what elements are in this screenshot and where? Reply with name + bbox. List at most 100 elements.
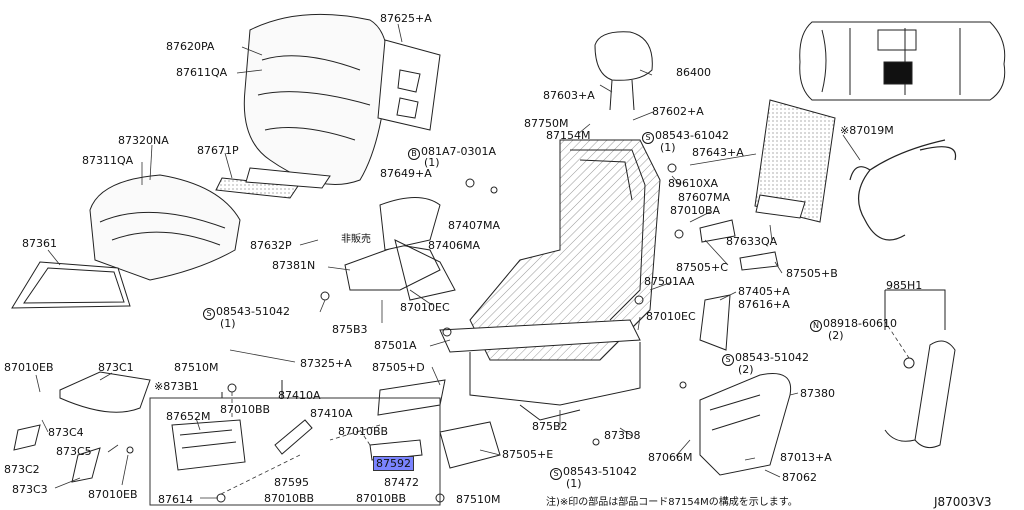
label-86400[interactable]: 86400 <box>676 66 711 79</box>
label-87405a[interactable]: 87405+A <box>738 285 790 298</box>
label-87410a-b[interactable]: 87410A <box>310 407 353 420</box>
label-87510m-a[interactable]: 87510M <box>174 361 219 374</box>
label-08543-61042-text: 08543-61042 <box>655 129 729 142</box>
label-87361[interactable]: 87361 <box>22 237 57 250</box>
label-87505c[interactable]: 87505+C <box>676 261 728 274</box>
screw-badge-icon: S <box>550 468 562 480</box>
label-08918-text: 08918-60610 <box>823 317 897 330</box>
seat-position-marker <box>883 61 913 85</box>
label-87620pa[interactable]: 87620PA <box>166 40 215 53</box>
label-87505b[interactable]: 87505+B <box>786 267 838 280</box>
label-87632p[interactable]: 87632P <box>250 239 292 252</box>
label-87602a[interactable]: 87602+A <box>652 105 704 118</box>
label-87010bb-c[interactable]: 87010BB <box>264 492 315 505</box>
label-873d8[interactable]: 873D8 <box>604 429 641 442</box>
label-873c3[interactable]: 873C3 <box>12 483 48 496</box>
label-89610xa[interactable]: 89610XA <box>668 177 719 190</box>
label-875b3[interactable]: 875B3 <box>332 323 368 336</box>
qty-08918: (2) <box>828 329 844 342</box>
side-cover-right <box>699 373 792 476</box>
label-87603a[interactable]: 87603+A <box>543 89 595 102</box>
seat-cushion-shape <box>89 174 241 281</box>
label-87010bb-d[interactable]: 87010BB <box>356 492 407 505</box>
label-87643a[interactable]: 87643+A <box>692 146 744 159</box>
label-87010bb-a[interactable]: 87010BB <box>220 403 271 416</box>
label-87066m[interactable]: 87066M <box>648 451 693 464</box>
label-87592-highlight: 87592 <box>373 456 414 471</box>
qty-08543-51042-c: (1) <box>566 477 582 490</box>
label-87501a-a[interactable]: 87501A <box>374 339 417 352</box>
label-87019m[interactable]: ※87019M <box>840 124 894 137</box>
label-87010ec-a[interactable]: 87010EC <box>400 301 450 314</box>
label-985h1[interactable]: 985H1 <box>886 279 923 292</box>
label-87010ec-b[interactable]: 87010EC <box>646 310 696 323</box>
label-87750m[interactable]: 87750M <box>524 117 569 130</box>
label-08543-51042-a-text: 08543-51042 <box>216 305 290 318</box>
car-thumbnail <box>799 21 1006 101</box>
label-87510m-b[interactable]: 87510M <box>456 493 501 506</box>
label-87010ba[interactable]: 87010BA <box>670 204 721 217</box>
nut-badge-icon: N <box>810 320 822 332</box>
screw-badge-icon: S <box>203 308 215 320</box>
qty-08543-61042: (1) <box>660 141 676 154</box>
label-87671p[interactable]: 87671P <box>197 144 239 157</box>
label-87325a[interactable]: 87325+A <box>300 357 352 370</box>
airbag-shape <box>914 340 956 449</box>
label-87311qa[interactable]: 87311QA <box>82 154 134 167</box>
label-87013a[interactable]: 87013+A <box>780 451 832 464</box>
label-87505e[interactable]: 87505+E <box>502 448 554 461</box>
label-87652m[interactable]: 87652M <box>166 410 211 423</box>
label-87607ma[interactable]: 87607MA <box>678 191 731 204</box>
label-87381n[interactable]: 87381N <box>272 259 316 272</box>
label-873c5[interactable]: 873C5 <box>56 445 92 458</box>
label-87010eb-a[interactable]: 87010EB <box>4 361 54 374</box>
label-08543-51042-c-text: 08543-51042 <box>563 465 637 478</box>
cushion-pad-shape <box>11 261 131 309</box>
label-87320na[interactable]: 87320NA <box>118 134 169 147</box>
side-cover-left <box>344 244 441 291</box>
label-87407ma[interactable]: 87407MA <box>448 219 501 232</box>
qty-08543-51042-a: (1) <box>220 317 236 330</box>
bolt-badge-icon: B <box>408 148 420 160</box>
label-87410a-a[interactable]: 87410A <box>278 389 321 402</box>
label-87406ma[interactable]: 87406MA <box>428 239 481 252</box>
harness-shape <box>849 139 957 241</box>
seat-frame-shape <box>469 139 661 361</box>
qty-08543-51042-b: (2) <box>738 363 754 376</box>
label-87010bb-b[interactable]: 87010BB <box>338 425 389 438</box>
label-87611qa[interactable]: 87611QA <box>176 66 228 79</box>
label-87625a[interactable]: 87625+A <box>380 12 432 25</box>
label-87616a[interactable]: 87616+A <box>738 298 790 311</box>
label-87472[interactable]: 87472 <box>384 476 419 489</box>
label-87649a[interactable]: 87649+A <box>380 167 432 180</box>
label-87062[interactable]: 87062 <box>782 471 817 484</box>
label-875b2[interactable]: 875B2 <box>532 420 568 433</box>
diagram-id: J87003V3 <box>934 495 992 509</box>
footnote: 注)※印の部品は部品コード87154Mの構成を示します。 <box>546 497 798 508</box>
headrest-shape <box>594 31 653 81</box>
label-87154m[interactable]: 87154M <box>546 129 591 142</box>
label-87501aa[interactable]: 87501AA <box>644 275 695 288</box>
label-08543-51042-b-text: 08543-51042 <box>735 351 809 364</box>
label-87595[interactable]: 87595 <box>274 476 309 489</box>
label-873c4[interactable]: 873C4 <box>48 426 84 439</box>
label-87010eb-b[interactable]: 87010EB <box>88 488 138 501</box>
seat-back-shape <box>243 13 389 185</box>
label-87380[interactable]: 87380 <box>800 387 835 400</box>
screw-badge-icon: S <box>722 354 734 366</box>
label-87592[interactable]: 87592 <box>373 456 414 471</box>
label-87633qa[interactable]: 87633QA <box>726 235 778 248</box>
label-873c1[interactable]: 873C1 <box>98 361 134 374</box>
label-87505d[interactable]: 87505+D <box>372 361 425 374</box>
label-87614[interactable]: 87614 <box>158 493 193 506</box>
label-873c2[interactable]: 873C2 <box>4 463 40 476</box>
label-873b1[interactable]: ※873B1 <box>154 380 199 393</box>
